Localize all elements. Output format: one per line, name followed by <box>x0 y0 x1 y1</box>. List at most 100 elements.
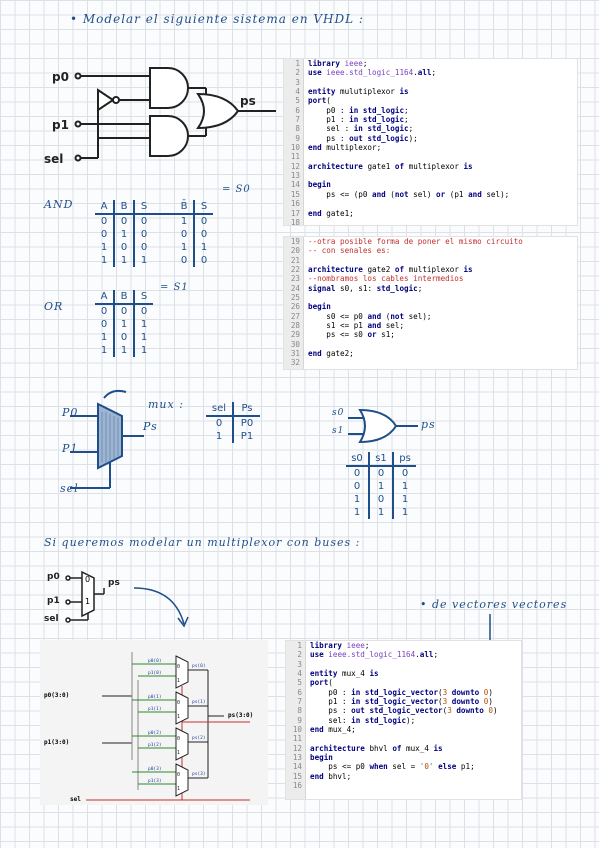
code-line: architecture bhvl of mux_4 is <box>310 743 443 753</box>
or-sketch-diagram <box>348 408 418 444</box>
header-b-bar: B̄ <box>175 200 194 215</box>
small-mux-p1: p1 <box>47 596 60 606</box>
table-cell: 0 <box>113 241 134 254</box>
code-line: --otra posible forma de poner el mismo c… <box>308 237 523 246</box>
table-cell: 1 <box>100 255 108 266</box>
table-cell: P0 <box>232 416 260 430</box>
bus-input-p1: p1(3:0) <box>44 739 70 746</box>
line-number: 2 <box>297 650 302 660</box>
code-line: p0 : in std_logic; <box>308 105 409 115</box>
header-sel: sel <box>206 402 233 417</box>
line-number: 20 <box>290 246 300 256</box>
table-cell: P1 <box>232 430 260 443</box>
table-cell: 0 <box>353 468 361 479</box>
line-number: 13 <box>290 171 300 181</box>
line-number: 9 <box>295 133 300 143</box>
code-line: ps : out std_logic); <box>308 133 418 143</box>
line-number: 27 <box>290 311 300 321</box>
table-cell: 1 <box>113 318 134 331</box>
line-number: 10 <box>290 143 300 153</box>
table-cell: 1 <box>180 242 188 253</box>
table-cell: 0 <box>113 214 134 228</box>
bus-tap-p1: p1(2) <box>148 743 162 748</box>
page-title: • Modelar el siguiente sistema en VHDL : <box>70 12 364 26</box>
small-mux-diagram <box>65 570 105 623</box>
svg-text:0: 0 <box>177 664 180 670</box>
bus-out-tap: ps(1) <box>192 700 206 705</box>
or-sketch-output: ps <box>421 418 436 431</box>
table-cell: 0 <box>193 228 213 241</box>
code-text: --otra posible forma de poner el mismo c… <box>308 237 577 368</box>
table-cell: 1 <box>113 344 134 357</box>
table-cell: 0 <box>113 304 134 318</box>
bus-tap-p1: p1(3) <box>148 779 162 784</box>
table-cell: 1 <box>133 254 153 267</box>
line-number: 13 <box>292 753 302 763</box>
mux-sketch-diagram <box>70 389 144 489</box>
small-mux-pin0: 0 <box>85 575 91 584</box>
code-line <box>310 660 521 669</box>
line-number: 2 <box>295 68 300 78</box>
line-number: 12 <box>292 743 302 753</box>
code-text: library ieee;use ieee.std_logic_1164.all… <box>308 59 577 225</box>
code-line <box>308 171 577 180</box>
code-line: end multiplexor; <box>308 143 382 153</box>
code-line <box>308 256 577 265</box>
small-mux-sel: sel <box>44 614 59 624</box>
bus-tap-p1: p1(1) <box>148 707 162 712</box>
header-a: A <box>95 290 114 305</box>
code-line: use ieee.std_logic_1164.all; <box>310 650 439 660</box>
line-number: 3 <box>295 77 300 87</box>
line-number: 5 <box>295 96 300 106</box>
line-number: 6 <box>297 687 302 697</box>
table-cell: 1 <box>392 493 416 506</box>
table-cell: 0 <box>353 481 361 492</box>
table-cell: 0 <box>193 254 213 267</box>
svg-text:1: 1 <box>177 714 180 720</box>
line-number: 16 <box>292 781 302 791</box>
code-line: s0 <= p0 and (not sel); <box>308 311 432 321</box>
code-line: p1 : in std_logic_vector(3 downto 0) <box>310 697 493 707</box>
table-cell: 1 <box>133 331 153 344</box>
line-number: 4 <box>297 669 302 679</box>
line-number: 25 <box>290 293 300 303</box>
table-cell: 1 <box>353 494 361 505</box>
bus-out-tap: ps(3) <box>192 772 206 777</box>
mux-input-p1: P1 <box>62 442 79 455</box>
code-line <box>308 293 577 302</box>
bus-tap-p1: p1(0) <box>148 671 162 676</box>
line-number: 22 <box>290 265 300 275</box>
header-s2: S <box>193 200 213 215</box>
table-cell: 0 <box>113 331 134 344</box>
table-cell: 0 <box>100 306 108 317</box>
code-line: use ieee.std_logic_1164.all; <box>308 68 437 78</box>
mux-output-ps: Ps <box>143 420 158 433</box>
line-number: 18 <box>290 217 300 226</box>
bus-tap-p0: p0(1) <box>148 695 162 700</box>
s1-label: = S1 <box>160 282 189 293</box>
table-cell: 1 <box>368 506 393 519</box>
code-line: port( <box>308 96 331 106</box>
svg-text:1: 1 <box>177 750 180 756</box>
svg-text:0: 0 <box>177 700 180 706</box>
code-line: p0 : in std_logic_vector(3 downto 0) <box>310 687 493 697</box>
gate-output-ps: ps <box>240 94 256 108</box>
table-cell: 0 <box>133 241 153 254</box>
mux-input-sel: sel <box>60 482 79 495</box>
or-table-label: OR <box>44 300 64 313</box>
mux-input-p0: P0 <box>62 406 79 419</box>
code-line <box>308 218 577 225</box>
